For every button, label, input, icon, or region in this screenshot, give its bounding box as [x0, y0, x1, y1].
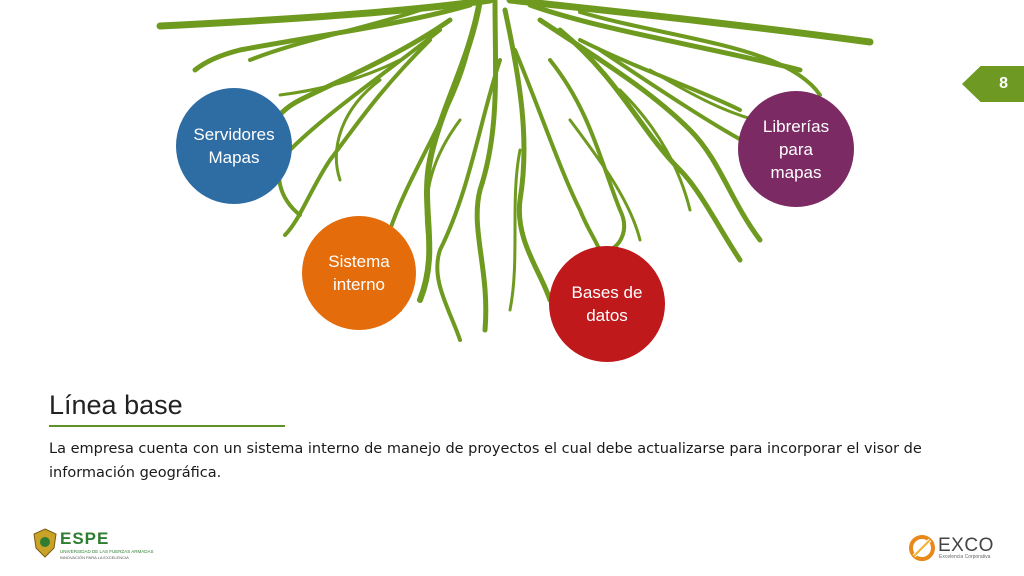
exco-logo: EXCO Excelencia Corporativa — [908, 534, 1008, 562]
slide-title: Línea base — [49, 390, 183, 420]
node-librerias-para-mapas: Librerías para mapas — [738, 91, 854, 207]
node-sistema-interno: Sistema interno — [302, 216, 416, 330]
espe-tagline: INNOVACIÓN PARA LA EXCELENCIA — [60, 555, 129, 560]
exco-mark-icon — [909, 535, 935, 561]
espe-emblem-icon — [33, 528, 57, 558]
exco-wordmark: EXCO — [938, 535, 994, 556]
espe-subtitle: UNIVERSIDAD DE LAS FUERZAS ARMADAS — [60, 549, 154, 554]
slide-body-text: La empresa cuenta con un sistema interno… — [49, 441, 922, 481]
node-servidores-mapas: Servidores Mapas — [176, 88, 292, 204]
roots-illustration — [156, 0, 874, 342]
node-bases-de-datos: Bases de datos — [549, 246, 665, 362]
title-underline — [49, 425, 285, 427]
espe-logo: ESPE UNIVERSIDAD DE LAS FUERZAS ARMADAS … — [32, 528, 154, 562]
espe-wordmark: ESPE — [60, 529, 110, 548]
exco-subtitle: Excelencia Corporativa — [939, 554, 991, 560]
